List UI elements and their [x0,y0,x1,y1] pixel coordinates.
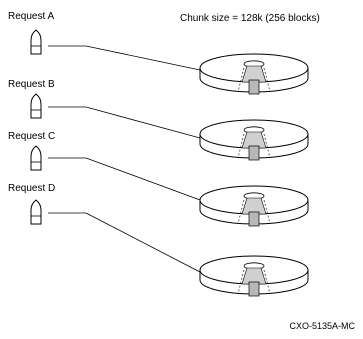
request-label-a: Request A [8,11,54,22]
connector-line-c-diagonal [85,157,201,201]
request-a [30,29,42,55]
figure-id-label: CXO-5135A-MC [289,321,355,331]
request-d-icon [30,199,42,225]
request-b [30,93,42,119]
chunk-size-label: Chunk size = 128k (256 blocks) [180,13,320,24]
disk-3 [199,185,309,227]
request-c [30,145,42,171]
request-c-icon [30,145,42,171]
connector-line-b-diagonal [85,106,201,139]
request-b-icon [30,93,42,119]
connector-line-d-diagonal [85,212,201,273]
request-label-b: Request B [8,79,55,90]
request-d [30,199,42,225]
request-label-c: Request C [8,131,55,142]
disk-2 [199,119,309,161]
connector-line-a-diagonal [85,45,201,71]
disk-1 [199,53,309,95]
disk-4 [199,255,309,297]
request-label-d: Request D [8,183,55,194]
request-a-icon [30,29,42,55]
